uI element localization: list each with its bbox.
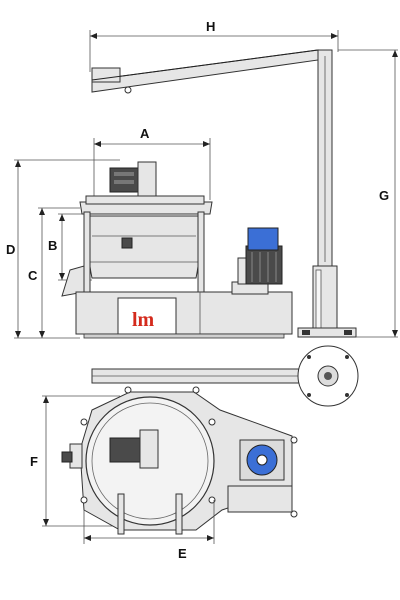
dimension-label-a: A xyxy=(140,126,150,141)
dimension-h: H xyxy=(89,19,339,72)
dimension-c: C xyxy=(28,207,80,338)
jib-arm-top-view xyxy=(91,345,359,407)
jib-arm xyxy=(91,49,319,94)
dimension-label-h: H xyxy=(206,19,215,34)
brand-logo: lm xyxy=(132,309,155,331)
dimension-label-d: D xyxy=(6,242,15,257)
dimension-label-e: E xyxy=(178,546,187,561)
dimension-label-f: F xyxy=(30,454,38,469)
mixer-top-view xyxy=(61,386,298,535)
jib-column xyxy=(297,49,357,338)
dimension-label-g: G xyxy=(379,188,389,203)
dimension-a: A xyxy=(93,126,211,200)
dimension-label-b: B xyxy=(48,238,57,253)
dimension-g: G xyxy=(338,49,398,338)
dimension-f: F xyxy=(30,395,120,527)
dimension-label-c: C xyxy=(28,268,38,283)
mixer-side-view: lm xyxy=(61,161,293,339)
dimension-d: D xyxy=(6,159,120,339)
dimension-e: E xyxy=(83,500,215,561)
motor-fan-cover xyxy=(247,227,279,251)
